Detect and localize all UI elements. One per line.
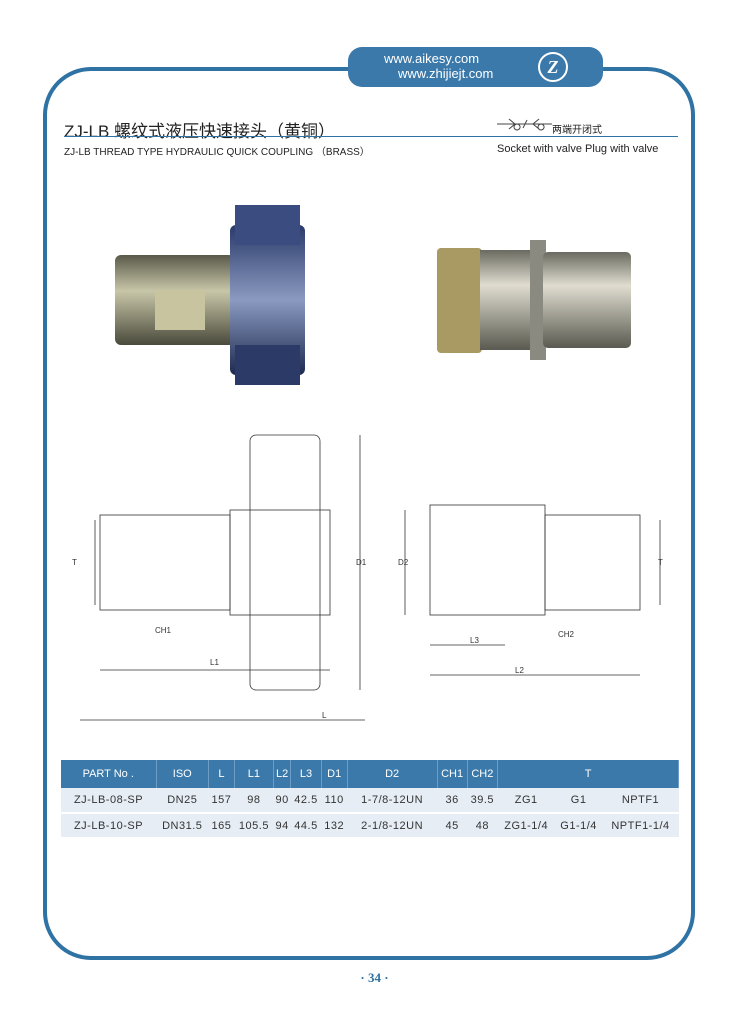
col-t: T — [497, 760, 679, 788]
valve-symbol-icon — [497, 118, 552, 131]
socket-photo — [115, 205, 305, 385]
dim-t-right: T — [658, 558, 663, 567]
cell-iso: DN25 — [156, 788, 209, 814]
col-l: L — [208, 760, 235, 788]
website-url-2: www.zhijiejt.com — [398, 66, 494, 81]
cell-d1: 132 — [321, 813, 348, 839]
spec-table: PART No . ISO L L1 L2 L3 D1 D2 CH1 CH2 T… — [61, 760, 679, 839]
col-iso: ISO — [156, 760, 209, 788]
dim-t-left: T — [72, 558, 77, 567]
dim-ch2: CH2 — [558, 630, 575, 639]
cell-l: 165 — [208, 813, 235, 839]
cell-t-g: G1 — [554, 788, 603, 814]
col-l3: L3 — [290, 760, 322, 788]
col-l1: L1 — [234, 760, 274, 788]
dim-l: L — [322, 711, 327, 720]
page-subtitle: ZJ-LB THREAD TYPE HYDRAULIC QUICK COUPLI… — [64, 147, 370, 158]
valve-description: Socket with valve Plug with valve — [497, 143, 659, 155]
cell-l: 157 — [208, 788, 235, 814]
cell-d1: 110 — [321, 788, 348, 814]
cell-l1: 105.5 — [234, 813, 274, 839]
valve-type-label: 两端开闭式 — [552, 125, 602, 136]
cell-part: ZJ-LB-10-SP — [61, 813, 156, 839]
col-ch1: CH1 — [437, 760, 468, 788]
cell-d2: 1-7/8-12UN — [347, 788, 438, 814]
col-ch2: CH2 — [467, 760, 499, 788]
cell-ch1: 36 — [437, 788, 468, 814]
dim-d2: D2 — [398, 558, 409, 567]
cell-ch1: 45 — [437, 813, 468, 839]
dim-ch1: CH1 — [155, 626, 172, 635]
dim-l3: L3 — [470, 636, 479, 645]
cell-l3: 44.5 — [290, 813, 322, 839]
plug-photo — [437, 240, 631, 360]
cell-iso: DN31.5 — [156, 813, 209, 839]
page-number: · 34 · — [360, 970, 389, 985]
website-url-1: www.aikesy.com — [384, 51, 480, 66]
cell-ch2: 39.5 — [467, 788, 498, 814]
dim-l2: L2 — [515, 666, 524, 675]
cell-t-zg: ZG1-1/4 — [497, 813, 555, 839]
dim-l1: L1 — [210, 658, 219, 667]
cell-part: ZJ-LB-08-SP — [61, 788, 156, 814]
cell-l2: 90 — [273, 788, 291, 814]
brand-logo: Z — [538, 52, 568, 82]
cell-t-nptf: NPTF1 — [602, 788, 679, 814]
table-row: ZJ-LB-08-SP DN25 157 98 90 42.5 110 1-7/… — [61, 788, 679, 814]
col-d1: D1 — [321, 760, 348, 788]
cell-l2: 94 — [273, 813, 291, 839]
technical-drawing: T CH1 L1 L D1 D2 L3 L2 CH2 T — [72, 434, 663, 721]
dim-d1: D1 — [356, 558, 367, 567]
col-l2: L2 — [273, 760, 292, 788]
cell-l3: 42.5 — [290, 788, 322, 814]
cell-l1: 98 — [234, 788, 274, 814]
table-header-row: PART No . ISO L L1 L2 L3 D1 D2 CH1 CH2 T — [61, 760, 679, 788]
title-divider — [64, 136, 678, 137]
table-row: ZJ-LB-10-SP DN31.5 165 105.5 94 44.5 132… — [61, 813, 679, 839]
page-title: ZJ-LB 螺纹式液压快速接头（黄铜） — [64, 122, 336, 141]
cell-d2: 2-1/8-12UN — [347, 813, 438, 839]
cell-ch2: 48 — [467, 813, 498, 839]
cell-t-zg: ZG1 — [497, 788, 555, 814]
cell-t-g: G1-1/4 — [554, 813, 603, 839]
col-d2: D2 — [347, 760, 438, 788]
header-tab: www.aikesy.com www.zhijiejt.com Z — [348, 47, 603, 87]
cell-t-nptf: NPTF1-1/4 — [602, 813, 679, 839]
col-part-no: PART No . — [61, 760, 157, 788]
